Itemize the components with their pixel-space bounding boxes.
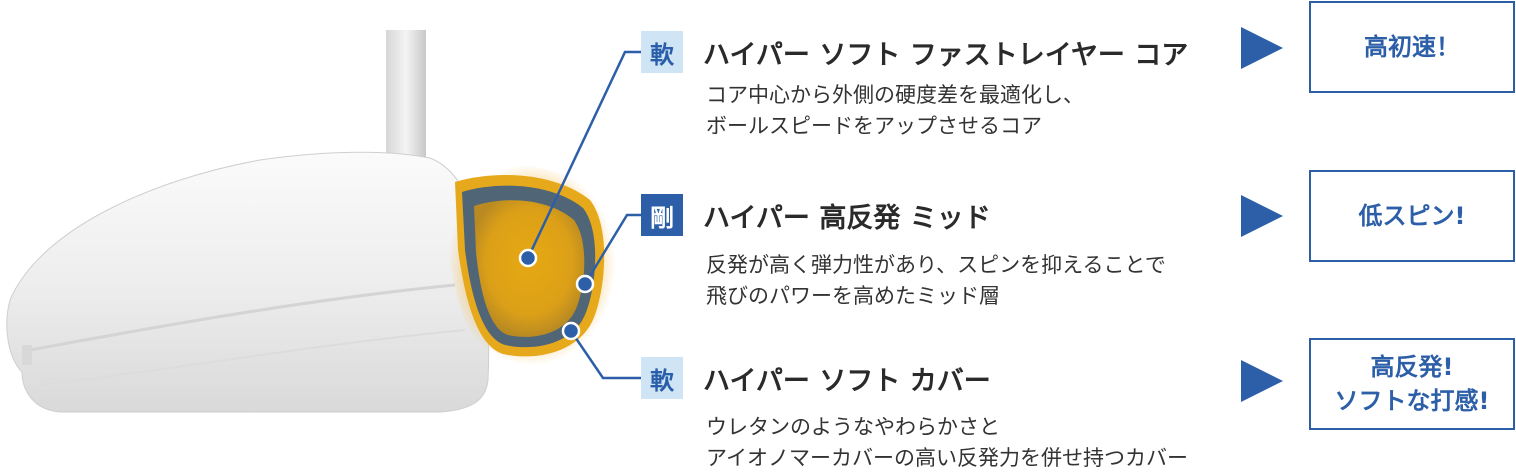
layer-title-cover: ハイパー ソフト カバー [703,366,991,397]
result-line: 高初速！ [1364,33,1460,61]
layer-tag-cover: 軟 [641,357,683,399]
layer-description-core: コア中心から外側の硬度差を最適化し、 ボールスピードをアップさせるコア [706,80,1084,142]
result-line: ソフトな打感! [1334,387,1490,415]
description-line: コア中心から外側の硬度差を最適化し、 [706,83,1084,107]
arrow-right-icon [1241,27,1283,69]
pointer-dot-mid [575,274,595,294]
layer-title-core: ハイパー ソフト ファストレイヤー コア [703,40,1189,71]
pointer-dot-core [518,248,538,268]
result-box-mid: 低スピン! [1309,170,1515,262]
description-line: 飛びのパワーを高めたミッド層 [706,284,1000,308]
result-line: 高反発! [1370,353,1454,381]
leader-line-mid [583,213,641,285]
layer-title-mid: ハイパー 高反発 ミッド [703,203,991,234]
leader-line-core [526,50,641,259]
description-line: アイオノマーカバーの高い反発力を併せ持つカバー [706,446,1188,470]
leader-line-cover [569,330,641,380]
result-box-cover: 高反発! ソフトな打感! [1309,338,1515,430]
club-head-sole [22,345,32,365]
description-line: ウレタンのようなやわらかさと [706,415,1000,439]
result-box-core: 高初速！ [1309,1,1515,93]
club-head-bevel-lower [39,329,466,386]
description-line: ボールスピードをアップさせるコア [706,114,1042,138]
arrow-right-icon [1241,195,1283,237]
description-line: 反発が高く弾力性があり、スピンを抑えることで [706,253,1166,277]
ball-core [474,200,585,337]
layer-tag-core: 軟 [641,31,683,73]
layer-description-cover: ウレタンのようなやわらかさと アイオノマーカバーの高い反発力を併せ持つカバー [706,412,1188,474]
layer-description-mid: 反発が高く弾力性があり、スピンを抑えることで 飛びのパワーを高めたミッド層 [706,250,1166,312]
pointer-dot-cover [561,321,581,341]
club-head [6,151,490,413]
club-head-bevel [29,283,456,352]
arrow-right-icon [1241,360,1283,402]
layer-tag-mid: 剛 [641,194,683,236]
result-line: 低スピン! [1358,202,1466,230]
